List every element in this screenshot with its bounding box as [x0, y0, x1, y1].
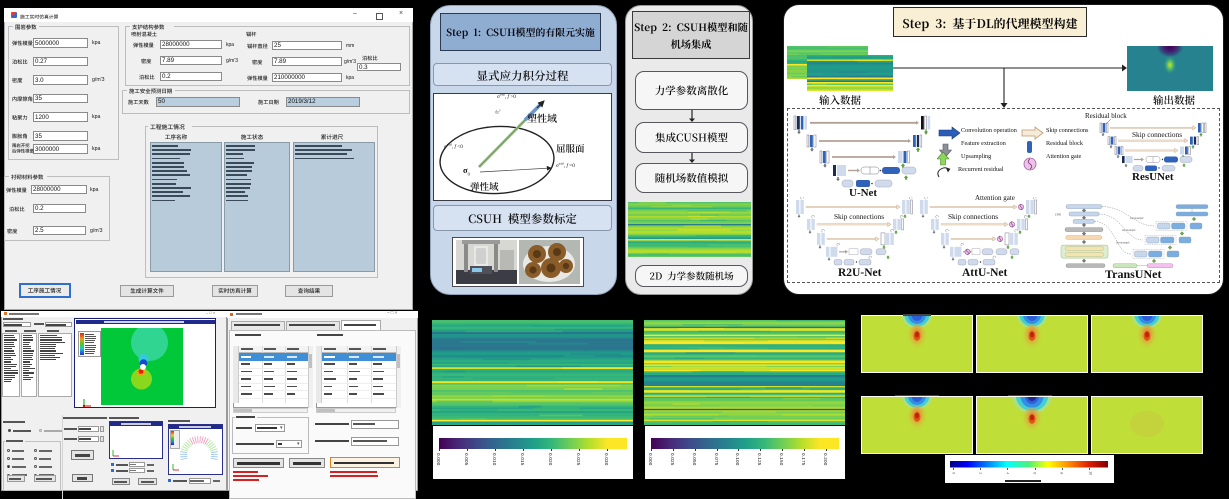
svg-text:CNN: CNN	[1055, 214, 1061, 217]
svg-text:Downsample: Downsample	[1121, 229, 1136, 232]
svg-text:Downsample: Downsample	[1115, 242, 1130, 245]
svg-text:Downsample: Downsample	[1129, 217, 1144, 220]
